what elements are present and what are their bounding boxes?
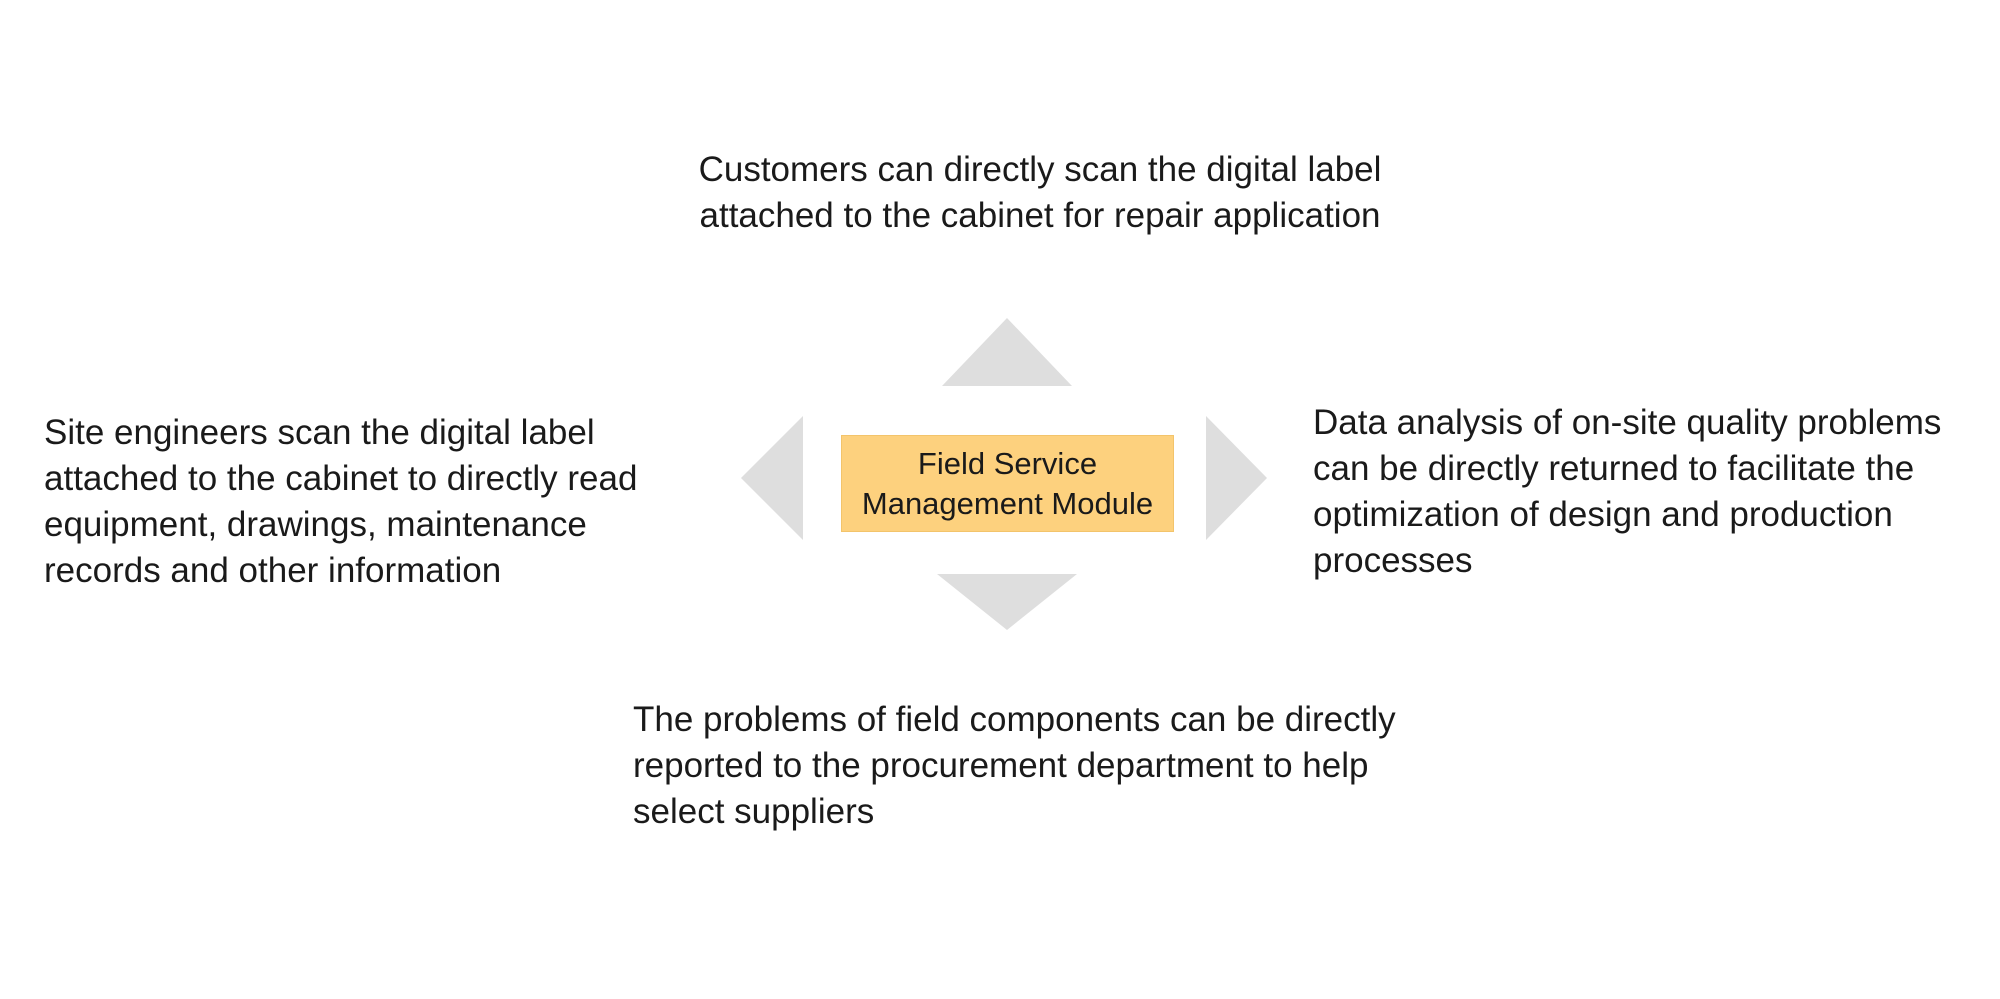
arrow-down-icon: [937, 574, 1077, 630]
arrow-up-icon: [942, 318, 1072, 386]
center-module-box: Field Service Management Module: [841, 435, 1174, 532]
top-caption: Customers can directly scan the digital …: [698, 150, 1382, 235]
center-module-label: Field Service Management Module: [861, 445, 1154, 521]
bottom-caption: The problems of field components can be …: [633, 700, 1396, 831]
right-caption: Data analysis of on-site quality problem…: [1313, 403, 1942, 580]
arrow-left-icon: [741, 416, 803, 540]
left-caption: Site engineers scan the digital label at…: [44, 413, 638, 590]
arrow-right-icon: [1206, 416, 1267, 540]
